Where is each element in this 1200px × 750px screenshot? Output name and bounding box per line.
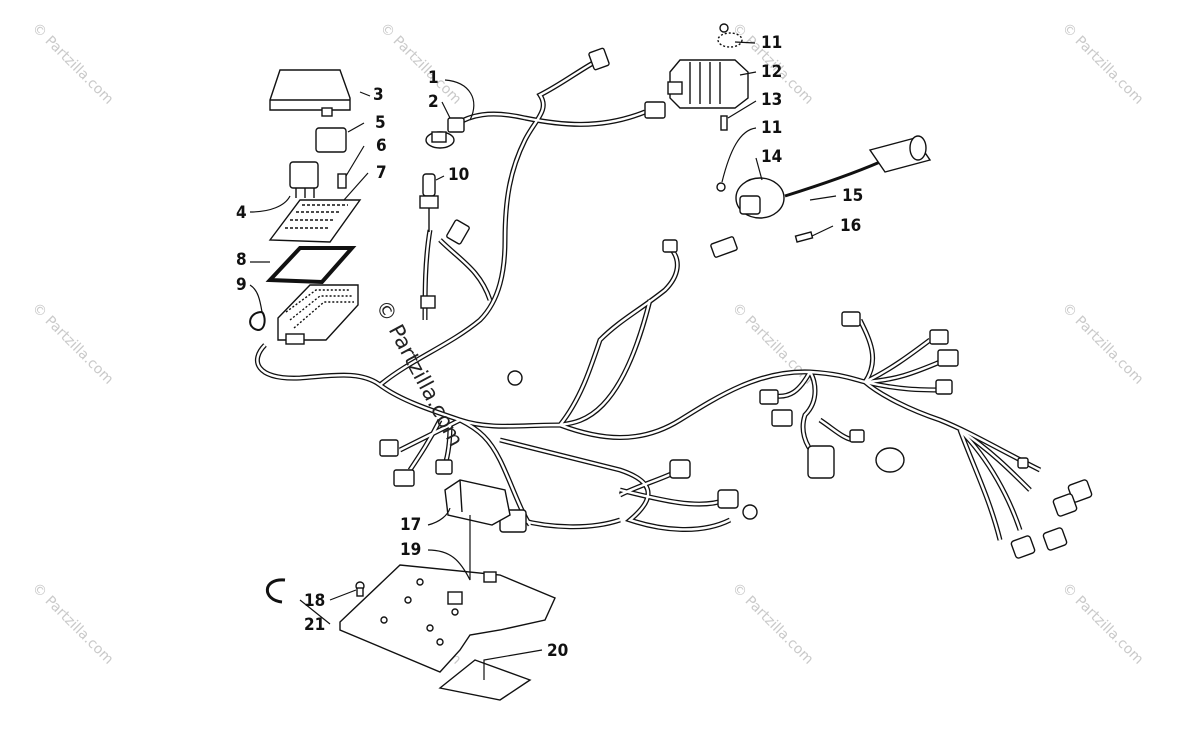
callout-11b: 11 bbox=[761, 118, 783, 138]
callout-3: 3 bbox=[373, 85, 384, 105]
callout-4: 4 bbox=[236, 203, 247, 223]
part-19-tray bbox=[339, 564, 556, 673]
callout-16: 16 bbox=[840, 216, 862, 236]
callout-5: 5 bbox=[375, 113, 386, 133]
part-7-label bbox=[268, 199, 362, 243]
callout-9: 9 bbox=[236, 275, 247, 295]
callout-20: 20 bbox=[547, 641, 569, 661]
part-4-relay bbox=[289, 161, 319, 198]
part-14-switch bbox=[735, 160, 881, 219]
part-15-grip bbox=[868, 135, 932, 173]
part-20-pad bbox=[438, 659, 532, 701]
callout-19: 19 bbox=[400, 540, 422, 560]
part-18-fastener bbox=[355, 581, 365, 597]
callout-13: 13 bbox=[761, 90, 783, 110]
callout-14: 14 bbox=[761, 147, 783, 167]
callout-1: 1 bbox=[428, 68, 439, 88]
callout-7: 7 bbox=[376, 163, 387, 183]
callout-18: 18 bbox=[304, 591, 326, 611]
part-21-clip bbox=[265, 578, 286, 604]
callout-17: 17 bbox=[400, 515, 422, 535]
callout-10: 10 bbox=[448, 165, 470, 185]
callout-8: 8 bbox=[236, 250, 247, 270]
wiring-harness-inner bbox=[256, 60, 1041, 541]
part-11-washer bbox=[717, 23, 743, 48]
connectors bbox=[379, 47, 1093, 559]
part-9-clip bbox=[249, 311, 266, 332]
callout-2: 2 bbox=[428, 92, 439, 112]
part-2-grommet bbox=[425, 131, 455, 149]
callout-21: 21 bbox=[304, 615, 326, 635]
part-11-nut bbox=[716, 182, 726, 192]
part-12-regulator bbox=[667, 59, 749, 109]
leader-lines bbox=[249, 41, 837, 680]
part-6-fuse bbox=[337, 173, 347, 189]
part-9-fuse-block bbox=[277, 284, 359, 345]
callout-6: 6 bbox=[376, 136, 387, 156]
part-13-screw bbox=[720, 115, 728, 131]
callout-11: 11 bbox=[761, 33, 783, 53]
callout-12: 12 bbox=[761, 62, 783, 82]
part-17-module bbox=[444, 479, 511, 526]
part-3-fuse-box-cover bbox=[269, 69, 351, 117]
part-16-screw bbox=[794, 231, 814, 243]
part-10-sensor bbox=[419, 173, 439, 309]
callout-15: 15 bbox=[842, 186, 864, 206]
part-8-gasket bbox=[265, 246, 357, 285]
part-5-relay bbox=[315, 127, 347, 153]
